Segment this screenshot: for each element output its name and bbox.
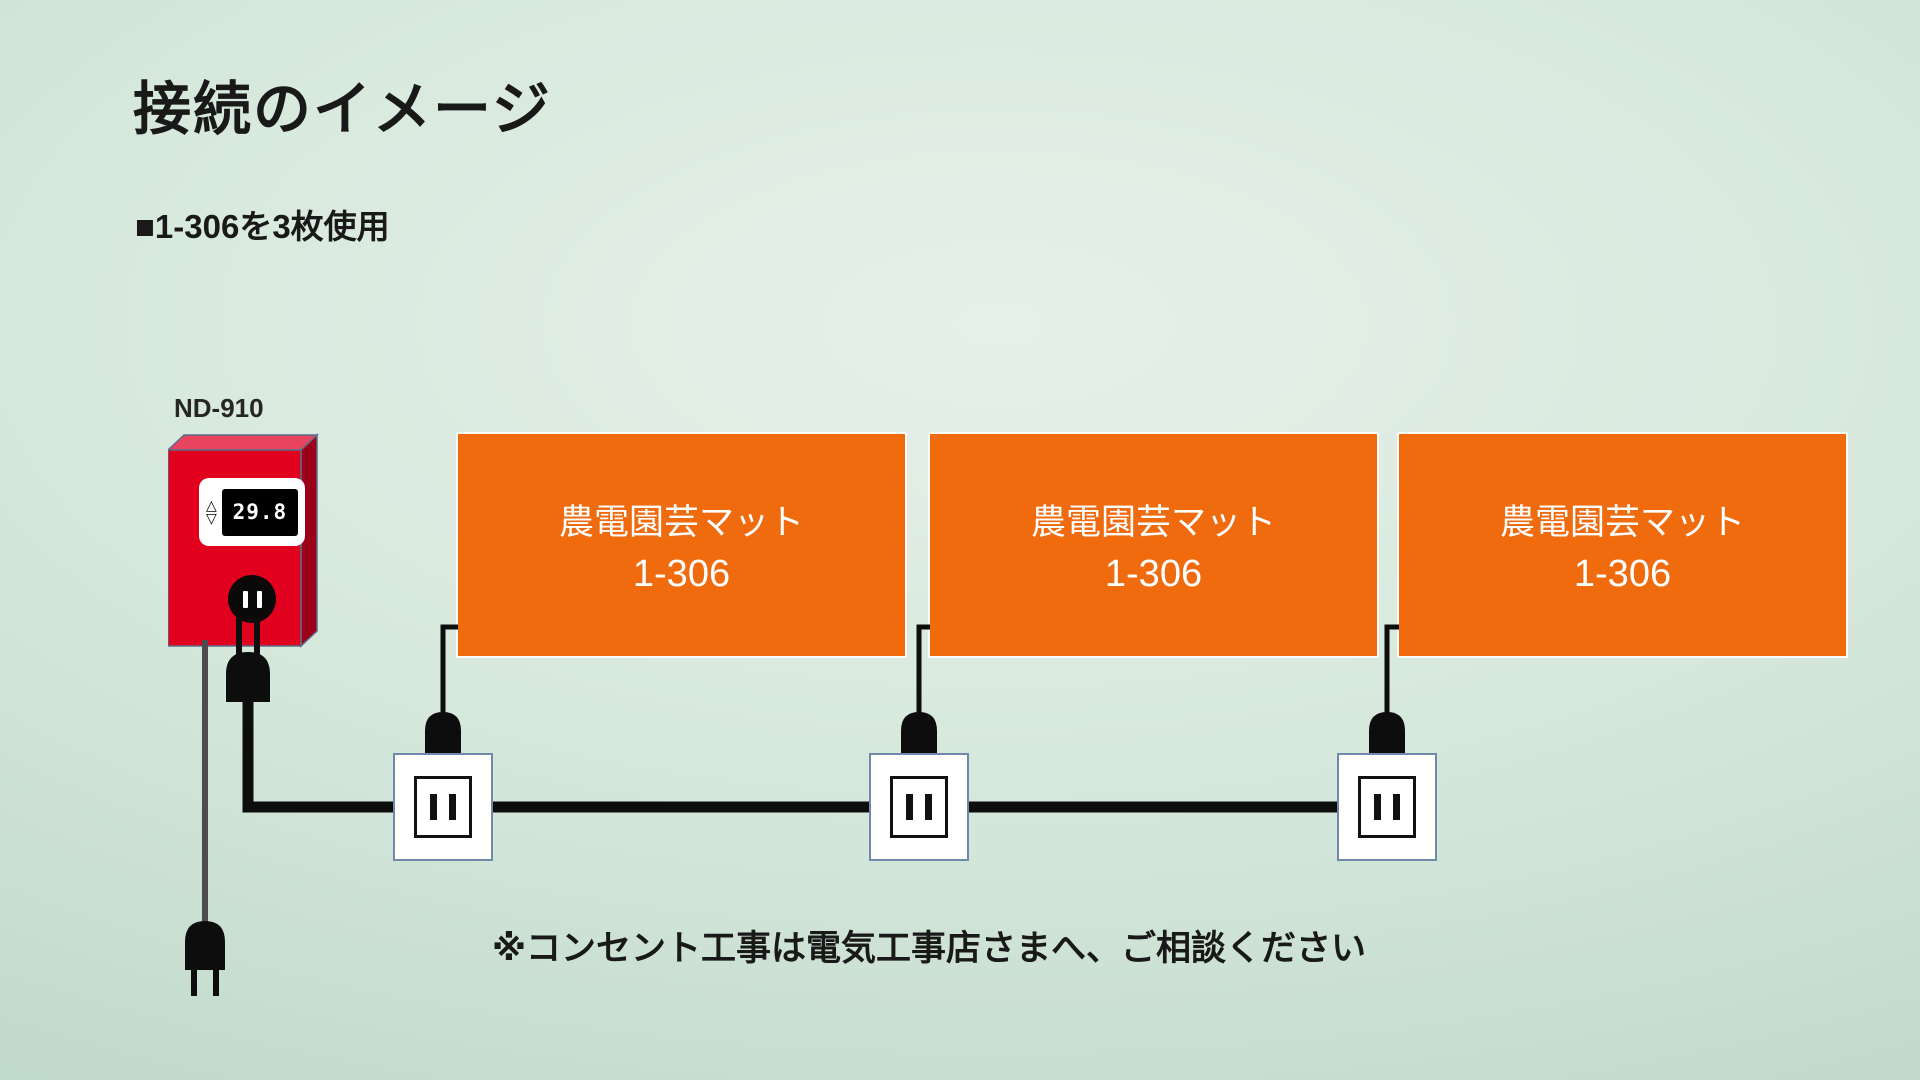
socket-slit bbox=[430, 794, 437, 820]
mat3-plug-icon bbox=[1369, 712, 1405, 754]
page-title: 接続のイメージ bbox=[133, 77, 552, 142]
plug-prong bbox=[191, 970, 197, 996]
mat-name: 農電園芸マット bbox=[1499, 503, 1745, 542]
note-text: ※コンセント工事は電気工事店さまへ、ご相談ください bbox=[492, 929, 1367, 968]
outlet-slit bbox=[242, 590, 248, 608]
subtitle: ■1-306を3枚使用 bbox=[135, 208, 390, 245]
heating-mat-3: 農電園芸マット 1-306 bbox=[1397, 432, 1848, 658]
mat1-plug-icon bbox=[425, 712, 461, 754]
arrow-up-icon: △ bbox=[206, 496, 217, 513]
display-screen-value: 29.8 bbox=[221, 488, 298, 536]
arrow-down-icon: ▽ bbox=[206, 510, 217, 526]
controller-model-label: ND-910 bbox=[174, 393, 264, 423]
wall-outlet-1 bbox=[393, 753, 493, 861]
mat-model: 1-306 bbox=[632, 553, 731, 595]
mat2-plug-icon bbox=[901, 712, 937, 754]
wall-outlet-2 bbox=[869, 753, 969, 861]
mat-name: 農電園芸マット bbox=[558, 503, 804, 542]
temperature-display: △ ▽ 29.8 bbox=[199, 478, 305, 546]
wall-outlet-3 bbox=[1337, 753, 1437, 861]
heating-mat-2: 農電園芸マット 1-306 bbox=[928, 432, 1379, 658]
heating-mat-1: 農電園芸マット 1-306 bbox=[456, 432, 907, 658]
outlet-socket-icon bbox=[890, 776, 948, 838]
mat-model: 1-306 bbox=[1573, 553, 1672, 595]
plug-prong bbox=[213, 970, 219, 996]
socket-slit bbox=[449, 794, 456, 820]
outlet-socket-icon bbox=[414, 776, 472, 838]
controller-outlet-icon bbox=[228, 575, 276, 623]
socket-slit bbox=[1374, 794, 1381, 820]
socket-slit bbox=[1393, 794, 1400, 820]
mat-name: 農電園芸マット bbox=[1030, 503, 1276, 542]
socket-slit bbox=[906, 794, 913, 820]
outlet-socket-icon bbox=[1358, 776, 1416, 838]
thermostat-controller: ND-910 △ ▽ 29.8 bbox=[168, 393, 328, 663]
socket-slit bbox=[925, 794, 932, 820]
up-down-arrows-icon: △ ▽ bbox=[206, 496, 217, 526]
mat-model: 1-306 bbox=[1104, 553, 1203, 595]
controller-top-face bbox=[168, 434, 319, 451]
power-plug-icon bbox=[185, 921, 225, 970]
outlet-slit bbox=[256, 590, 262, 608]
